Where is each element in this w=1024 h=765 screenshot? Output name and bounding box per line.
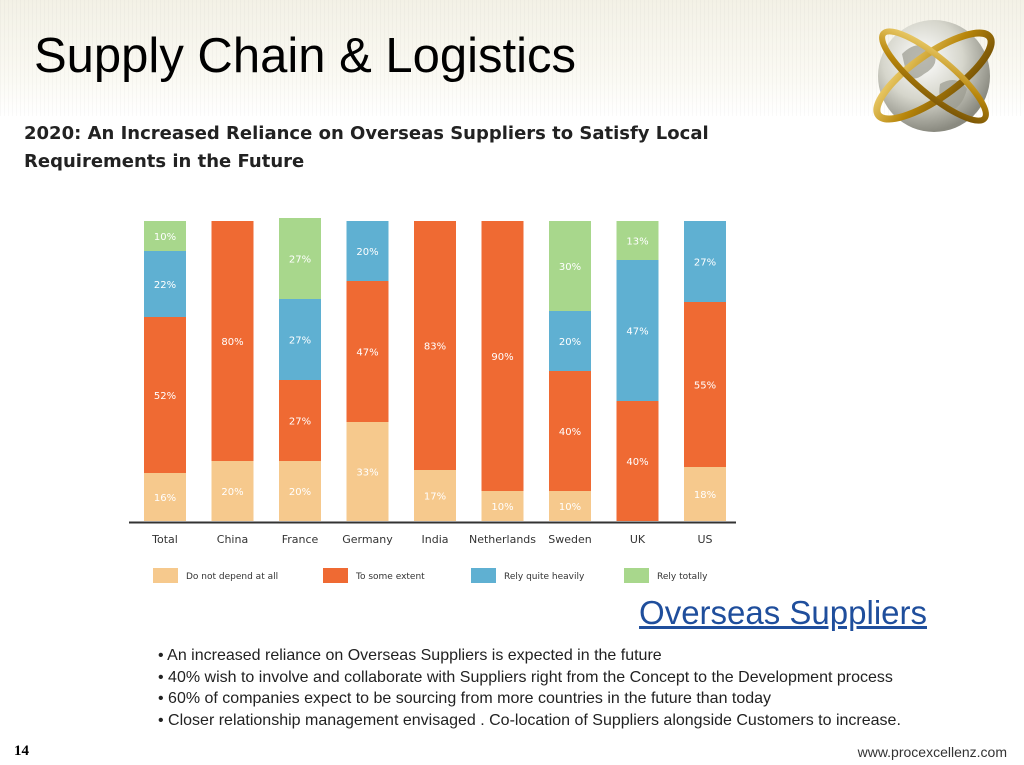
bullet-item: • 40% wish to involve and collaborate wi…: [158, 668, 893, 686]
legend-swatch: [153, 568, 178, 583]
x-tick-label: Sweden: [548, 533, 591, 546]
bar-segment: [144, 473, 186, 521]
data-label: 27%: [289, 255, 311, 266]
data-label: 20%: [356, 247, 378, 258]
x-tick-label: China: [217, 533, 248, 546]
bar-segment: [616, 260, 659, 401]
bar-segment: [211, 461, 254, 521]
bar-segment: [346, 422, 389, 521]
bar-segment: [549, 491, 591, 521]
data-label: 18%: [694, 490, 716, 501]
bullet-list: • An increased reliance on Overseas Supp…: [158, 645, 901, 731]
bar-segment: [211, 221, 254, 461]
bullet-item: • An increased reliance on Overseas Supp…: [158, 647, 662, 664]
x-tick-label: Netherlands: [469, 533, 536, 546]
data-label: 83%: [424, 342, 446, 353]
legend-label: Rely quite heavily: [504, 572, 585, 582]
data-label: 47%: [356, 348, 378, 359]
data-label: 30%: [559, 262, 581, 273]
data-label: 27%: [694, 258, 716, 269]
data-label: 10%: [559, 502, 581, 513]
x-tick-label: UK: [630, 533, 646, 546]
data-label: 27%: [289, 417, 311, 428]
data-label: 90%: [491, 352, 513, 363]
page-number: 14: [14, 743, 29, 759]
data-label: 17%: [424, 492, 446, 503]
data-label: 22%: [154, 280, 176, 291]
data-label: 20%: [221, 487, 243, 498]
bar-segment: [279, 380, 321, 461]
x-tick-label: India: [422, 533, 449, 546]
bar-segment: [684, 302, 726, 467]
bar-segment: [346, 221, 389, 281]
legend-label: To some extent: [355, 572, 425, 582]
slide-title: Supply Chain & Logistics: [34, 29, 577, 83]
data-label: 10%: [154, 232, 176, 243]
data-label: 52%: [154, 391, 176, 402]
data-label: 20%: [289, 487, 311, 498]
bar-segment: [279, 461, 321, 521]
x-tick-label: France: [282, 533, 319, 546]
bar-segment: [144, 317, 186, 473]
data-label: 33%: [356, 468, 378, 479]
x-tick-label: US: [697, 533, 712, 546]
data-label: 20%: [559, 337, 581, 348]
legend-label: Rely totally: [657, 572, 708, 582]
bar-segment: [414, 470, 456, 521]
data-label: 16%: [154, 493, 176, 504]
bar-segment: [414, 221, 456, 470]
x-tick-label: Total: [151, 533, 178, 546]
data-label: 40%: [626, 457, 648, 468]
data-label: 55%: [694, 381, 716, 392]
legend-swatch: [624, 568, 649, 583]
bar-segment: [279, 218, 321, 299]
data-label: 13%: [626, 237, 648, 248]
bar-segment: [549, 371, 591, 491]
bar-segment: [144, 251, 186, 317]
stacked-bar-chart: 16% 52% 22% 10% Total 20% 80% China 20% 27% 27% 27%…: [129, 218, 736, 583]
bar-segment: [616, 221, 659, 260]
overseas-suppliers-link[interactable]: Overseas Suppliers: [639, 594, 927, 631]
bullet-item: • Closer relationship management envisag…: [158, 711, 901, 729]
legend-label: Do not depend at all: [186, 572, 278, 582]
data-label: 47%: [626, 327, 648, 338]
header-band: [0, 0, 1024, 116]
bar-segment: [616, 401, 659, 521]
website-url: www.procexcellenz.com: [857, 744, 1007, 760]
bar-segment: [481, 491, 524, 521]
globe-icon: [873, 20, 995, 132]
legend-swatch: [323, 568, 348, 583]
x-tick-label: Germany: [342, 533, 393, 546]
bar-segment: [549, 221, 591, 311]
chart-title: 2020: An Increased Reliance on Overseas …: [24, 123, 709, 172]
data-label: 80%: [221, 337, 243, 348]
data-label: 40%: [559, 427, 581, 438]
bar-segment: [549, 311, 591, 371]
legend-swatch: [471, 568, 496, 583]
bar-segment: [144, 221, 186, 251]
bar-segment: [481, 221, 524, 491]
bar-segment: [279, 299, 321, 380]
bar-segment: [684, 467, 726, 521]
data-label: 27%: [289, 336, 311, 347]
bar-segment: [346, 281, 389, 422]
data-label: 10%: [491, 502, 513, 513]
bullet-item: • 60% of companies expect to be sourcing…: [158, 690, 772, 707]
bar-segment: [684, 221, 726, 302]
